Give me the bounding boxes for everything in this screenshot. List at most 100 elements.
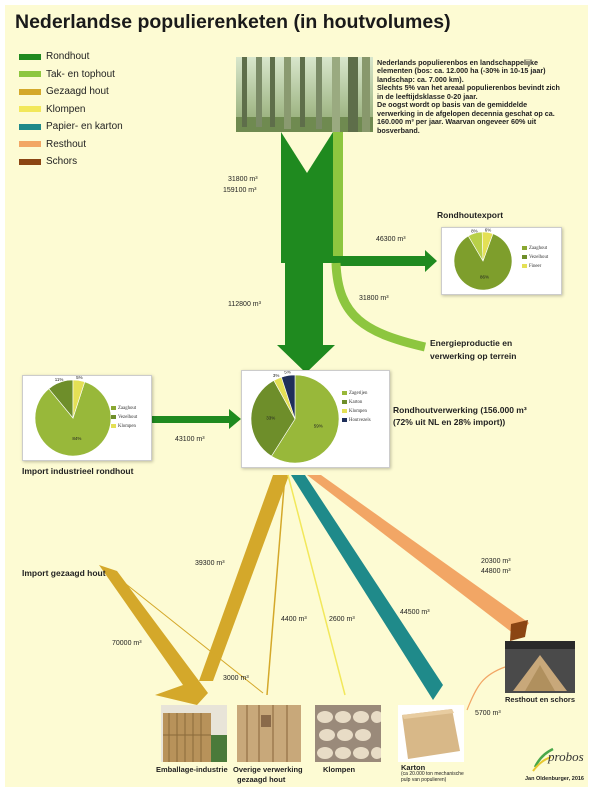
flow-gezaagd-hout (199, 475, 289, 681)
legend-item: Schors (19, 154, 123, 169)
caption-emballage: Emballage-industrie (156, 765, 228, 774)
pie-legend-swatch (342, 400, 347, 405)
pie-slice (281, 374, 296, 420)
pie-slice (453, 233, 513, 291)
flow-label-gezaagd-overige: 3000 m³ (223, 675, 249, 682)
woodchips-image (505, 641, 575, 693)
legend-swatch (19, 123, 41, 130)
legend-label: Klompen (46, 103, 86, 115)
pie-legend-swatch (111, 424, 116, 429)
flow-label-import-rondhout: 43100 m³ (175, 436, 205, 443)
label-verwerking-1: Rondhoutverwerking (156.000 m³ (393, 405, 527, 415)
flow-tak-tophout (333, 132, 343, 263)
legend-swatch (19, 141, 41, 147)
flow-label-rondhout-oogst: 159100 m³ (223, 187, 257, 194)
pie-legend-item: Zaaghout (111, 406, 137, 411)
label-energie-1: Energieproductie en (430, 338, 513, 348)
crates-image (161, 705, 227, 762)
legend-label: Rondhout (46, 51, 90, 62)
legend-label: Gezaagd hout (46, 86, 109, 97)
photo-resthout (505, 641, 575, 693)
pie-slice-label: 33% (266, 416, 275, 421)
label-import-rondhout: Import industrieel rondhout (22, 466, 134, 476)
flow-import-gezaagd (99, 565, 208, 705)
label-verwerking-2: (72% uit NL en 28% import)) (393, 417, 506, 427)
caption-klompen: Klompen (323, 765, 356, 774)
pie-slice-label: 6% (485, 228, 492, 233)
photo-klompen (315, 705, 381, 762)
pie-legend-swatch (342, 418, 347, 423)
description-line: bosverband. (377, 125, 420, 135)
description-line: landschap: ca. 7.000 km). (377, 74, 464, 84)
pie-legend-label: Vezelhout (529, 255, 549, 261)
pie-legend-label: Vezelhout (118, 415, 138, 421)
pie-slice-label: 59% (314, 423, 323, 428)
forest-description: Nederlands populierenbos en landschappel… (377, 58, 582, 135)
flow-label-karton: 44500 m³ (400, 609, 430, 616)
pie-slice (481, 231, 494, 262)
pie-legend-swatch (342, 409, 347, 414)
credit: Jan Oldenburger, 2016 (525, 776, 584, 782)
page-title: Nederlandse populierenketen (in houtvolu… (15, 11, 451, 33)
pie-legend-label: Zaaghout (529, 246, 548, 252)
flow-label-resthout: 20300 m³ (481, 558, 511, 565)
pie-slice-label: 84% (72, 436, 81, 441)
legend-label: Resthout (46, 138, 87, 150)
pie-chart-main: 59%33%3%5% (250, 371, 340, 464)
pie-slice (34, 381, 112, 457)
caption-overige-1: Overige verwerking (233, 765, 303, 774)
flow-label-schors: 44800 m³ (481, 568, 511, 575)
pie-legend-item: Vezelhout (522, 255, 548, 260)
flow-karton (291, 475, 443, 700)
flow-label-tak-top: 31800 m³ (228, 176, 258, 183)
pie-legend-item: Houtvezels (342, 418, 371, 423)
poster: Nederlandse populierenketen (in houtvolu… (5, 5, 588, 787)
pie-legend-label: Klompen (349, 409, 367, 415)
description-line: De oogst wordt op basis van de gemiddeld… (377, 100, 528, 110)
pie-slice-label: 5% (284, 371, 291, 375)
pie-slice-label: 5% (76, 376, 83, 380)
legend-label: Papier- en karton (46, 121, 123, 132)
pie-legend-swatch (111, 406, 116, 410)
pie-legend-label: Klompen (118, 424, 136, 430)
pie-legend-item: Klompen (342, 409, 371, 414)
pie-legend-label: Houtvezels (349, 418, 371, 424)
legend-item: Tak- en tophout (19, 67, 123, 82)
description-line: in de leeftijdsklasse 0-20 jaar. (377, 91, 478, 101)
pie-slice-label: 11% (55, 377, 64, 382)
flow-label-rondhout-verwerking: 112800 m³ (228, 301, 261, 308)
legend-item: Resthout (19, 137, 123, 152)
pie-slice (72, 379, 86, 419)
description-line: elementen (bos: ca. 12.000 ha (-30% in 1… (377, 66, 546, 76)
poplar-forest-image (236, 57, 373, 132)
pie-legend-item: Karton (342, 400, 371, 405)
flow-label-karton-rest: 5700 m³ (475, 710, 501, 717)
legend-swatch (19, 71, 41, 77)
flow-label-klompen: 2600 m³ (329, 616, 355, 623)
pie-legend-label: Zagerijen (349, 391, 368, 397)
caption-karton: Karton (401, 763, 426, 772)
flow-rondhout-trunk (277, 132, 335, 373)
flow-resthout (307, 475, 529, 637)
flow-notch (281, 132, 333, 173)
legend-swatch (19, 88, 41, 95)
label-import-gezaagd: Import gezaagd hout (22, 568, 106, 578)
legend-item: Klompen (19, 102, 123, 117)
flow-import-rondhout (150, 409, 241, 429)
pie-legend-swatch (342, 391, 347, 395)
description-line: Nederlands populierenbos en landschappel… (377, 58, 538, 67)
legend-swatch (19, 158, 41, 165)
pie-legend-label: Zaaghout (118, 406, 137, 412)
pie-chart-export: 86%8%6% (453, 228, 513, 291)
photo-karton (398, 705, 464, 762)
flow-energie (331, 262, 427, 352)
legend-item: Gezaagd hout (19, 84, 123, 99)
pie-legend-item: Zagerijen (342, 391, 371, 396)
flow-overige (266, 474, 286, 696)
caption-karton-note-1: (ca 20.000 ton mechanische (401, 771, 464, 777)
cardboard-image (398, 705, 464, 762)
flow-label-energie: 31800 m³ (359, 295, 389, 302)
description-line: Slechts 5% van het areaal populierenbos … (377, 83, 560, 93)
